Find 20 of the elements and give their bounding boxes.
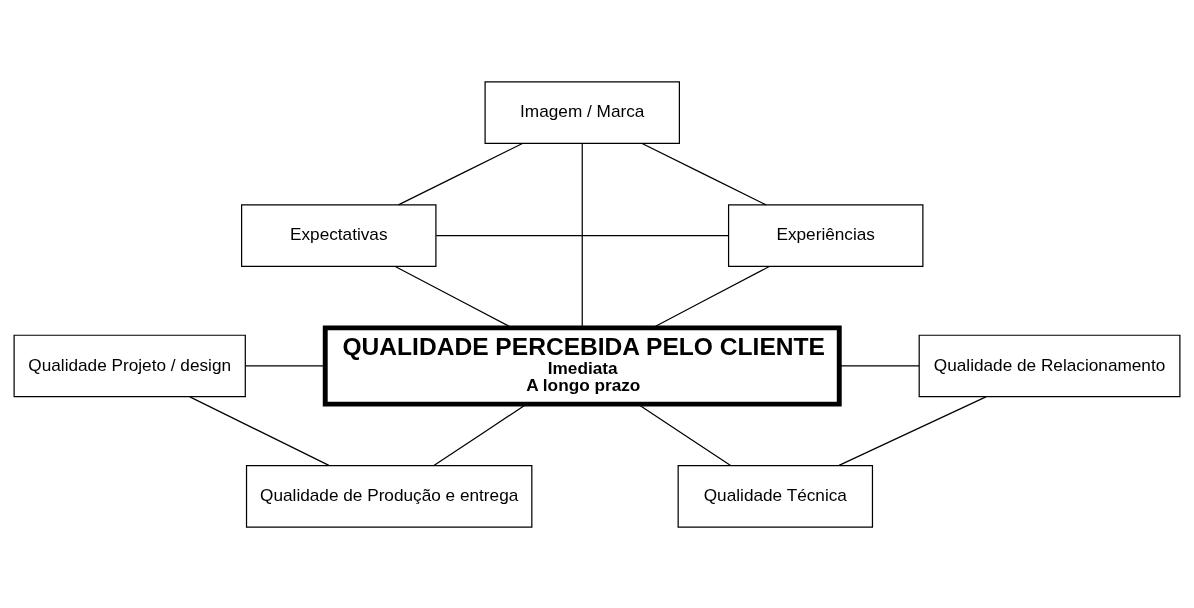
connector	[244, 364, 326, 367]
node-box: Experiências	[727, 203, 924, 267]
connector	[838, 395, 987, 466]
connector	[394, 265, 513, 328]
connector	[189, 395, 330, 466]
node-box: Qualidade de Produção e entrega	[245, 464, 533, 528]
connector	[839, 364, 920, 367]
node-box: Expectativas	[241, 203, 437, 267]
connector	[637, 403, 732, 466]
connector	[581, 142, 583, 328]
connector	[397, 142, 523, 205]
connector	[435, 234, 729, 236]
node-box: Qualidade Projeto / design	[13, 334, 246, 397]
connector	[641, 142, 767, 205]
connector	[433, 403, 527, 466]
connector	[652, 265, 770, 328]
node-box: Imagem / Marca	[484, 80, 680, 144]
node-box: QUALIDADE PERCEBIDA PELO CLIENTE Imediata A longo prazo	[322, 324, 842, 407]
node-box: Qualidade de Relacionamento	[918, 334, 1181, 397]
node-box: Qualidade Técnica	[677, 464, 874, 528]
